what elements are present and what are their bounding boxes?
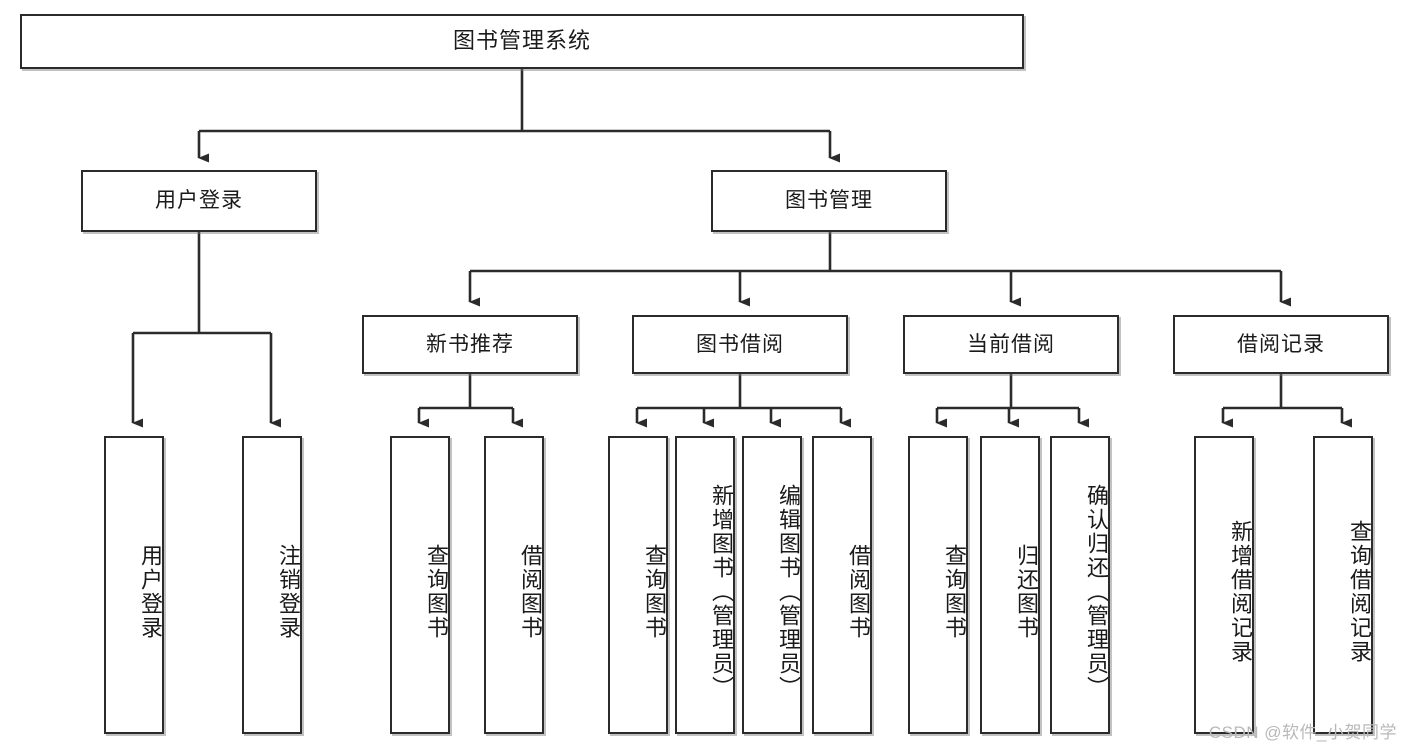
node-leaf-query-borrow-record[interactable]: 查询借阅记录: [1313, 436, 1373, 734]
node-label: 图书管理: [785, 189, 873, 213]
node-leaf-add-borrow-record[interactable]: 新增借阅记录: [1194, 436, 1254, 734]
node-label: 查询借阅记录: [1347, 520, 1372, 664]
node-label: 查询图书: [642, 544, 667, 640]
node-leaf-query-book-current[interactable]: 查询图书: [908, 436, 968, 734]
node-label: 编辑图书（管理员）: [776, 484, 801, 700]
node-leaf-edit-book[interactable]: 编辑图书（管理员）: [742, 436, 802, 734]
node-leaf-add-book[interactable]: 新增图书（管理员）: [675, 436, 735, 734]
node-leaf-user-logout[interactable]: 注销登录: [242, 436, 302, 734]
node-label: 查询图书: [942, 544, 967, 640]
node-label: 借阅记录: [1237, 332, 1325, 356]
node-new-book-recommend[interactable]: 新书推荐: [362, 315, 578, 374]
node-book-management[interactable]: 图书管理: [711, 170, 947, 232]
node-leaf-user-login[interactable]: 用户登录: [104, 436, 164, 734]
node-label: 归还图书: [1014, 544, 1039, 640]
node-label: 查询图书: [424, 544, 449, 640]
node-label: 图书管理系统: [452, 28, 591, 54]
node-root-book-management-system[interactable]: 图书管理系统: [20, 14, 1024, 69]
node-label: 用户登录: [155, 189, 243, 213]
node-label: 用户登录: [138, 544, 163, 640]
node-label: 借阅图书: [518, 544, 543, 640]
node-label: 新书推荐: [426, 332, 514, 356]
node-leaf-borrow-book-recommend[interactable]: 借阅图书: [484, 436, 544, 734]
node-label: 注销登录: [276, 544, 301, 640]
node-label: 借阅图书: [846, 544, 871, 640]
node-book-borrow[interactable]: 图书借阅: [632, 315, 848, 374]
node-leaf-return-book[interactable]: 归还图书: [980, 436, 1040, 734]
node-label: 确认归还（管理员）: [1084, 484, 1109, 700]
node-leaf-confirm-return[interactable]: 确认归还（管理员）: [1050, 436, 1110, 734]
node-user-login[interactable]: 用户登录: [81, 170, 317, 232]
node-current-borrow[interactable]: 当前借阅: [903, 315, 1119, 374]
node-leaf-query-book-borrow[interactable]: 查询图书: [608, 436, 668, 734]
node-label: 当前借阅: [967, 332, 1055, 356]
csdn-watermark: CSDN @软件_小贺同学: [1208, 723, 1397, 742]
node-label: 图书借阅: [696, 332, 784, 356]
node-borrow-record[interactable]: 借阅记录: [1173, 315, 1389, 374]
node-label: 新增借阅记录: [1228, 520, 1253, 664]
node-leaf-query-book-recommend[interactable]: 查询图书: [390, 436, 450, 734]
node-label: 新增图书（管理员）: [709, 484, 734, 700]
node-leaf-borrow-book[interactable]: 借阅图书: [812, 436, 872, 734]
